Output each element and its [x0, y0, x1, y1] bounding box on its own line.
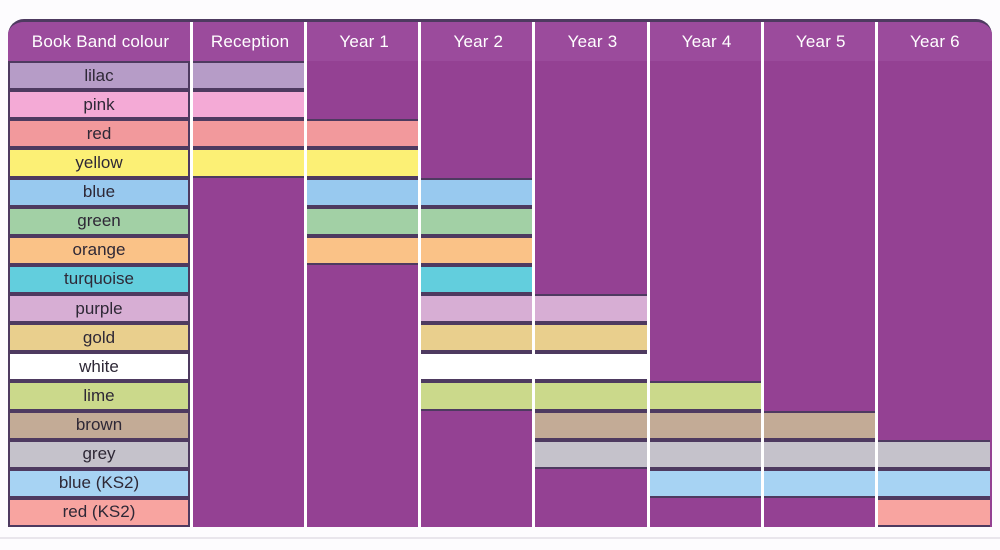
- band-row: yellow: [8, 148, 992, 178]
- band-row: blue (KS2): [8, 468, 992, 498]
- band-label: orange: [8, 235, 190, 265]
- band-label: turquoise: [8, 264, 190, 294]
- band-row: grey: [8, 439, 992, 469]
- band-row: brown: [8, 410, 992, 440]
- book-band-chart: Book Band colour Reception Year 1 Year 2…: [8, 19, 992, 527]
- header-row: Book Band colour Reception Year 1 Year 2…: [8, 22, 992, 61]
- band-row: pink: [8, 90, 992, 120]
- band-row: red (KS2): [8, 497, 992, 527]
- band-row: blue: [8, 177, 992, 207]
- band-label: gold: [8, 323, 190, 353]
- column-header-book-band-colour: Book Band colour: [31, 31, 170, 51]
- band-label: pink: [8, 90, 190, 120]
- band-bar-span: [535, 410, 875, 440]
- band-bar-span: [193, 61, 305, 91]
- band-label: lime: [8, 381, 190, 411]
- band-label: grey: [8, 439, 190, 469]
- band-row: gold: [8, 323, 992, 353]
- band-row: red: [8, 119, 992, 149]
- band-bar-span: [307, 206, 533, 236]
- band-label: white: [8, 352, 190, 382]
- column-header-year-1: Year 1: [339, 31, 390, 51]
- band-bar-span: [421, 264, 533, 294]
- band-label: blue (KS2): [8, 468, 190, 498]
- band-row: purple: [8, 294, 992, 324]
- band-row: lime: [8, 381, 992, 411]
- band-label: yellow: [8, 148, 190, 178]
- band-bar-span: [421, 294, 647, 324]
- band-bar-span: [421, 352, 647, 382]
- band-row: orange: [8, 235, 992, 265]
- column-header-reception: Reception: [210, 31, 290, 51]
- column-header-year-3: Year 3: [567, 31, 618, 51]
- band-row: lilac: [8, 61, 992, 91]
- band-bar-span: [307, 235, 533, 265]
- column-header-year-2: Year 2: [453, 31, 504, 51]
- band-label: blue: [8, 177, 190, 207]
- band-label: lilac: [8, 61, 190, 91]
- band-bar-span: [307, 177, 533, 207]
- band-bar-span: [193, 90, 305, 120]
- band-bar-span: [193, 119, 419, 149]
- column-header-year-4: Year 4: [681, 31, 732, 51]
- band-label: red (KS2): [8, 497, 190, 527]
- band-label: green: [8, 206, 190, 236]
- bottom-rule-line: [0, 537, 1000, 539]
- band-bar-span: [421, 323, 647, 353]
- band-bar-span: [421, 381, 761, 411]
- column-header-year-6: Year 6: [910, 31, 960, 51]
- band-bar-span: [877, 497, 990, 527]
- band-row: white: [8, 352, 992, 382]
- band-row: turquoise: [8, 264, 992, 294]
- band-row: green: [8, 206, 992, 236]
- band-bar-span: [193, 148, 419, 178]
- band-label: red: [8, 119, 190, 149]
- band-label: brown: [8, 410, 190, 440]
- column-header-year-5: Year 5: [795, 31, 846, 51]
- band-bar-span: [535, 439, 990, 469]
- band-label: purple: [8, 294, 190, 324]
- band-bar-span: [649, 468, 990, 498]
